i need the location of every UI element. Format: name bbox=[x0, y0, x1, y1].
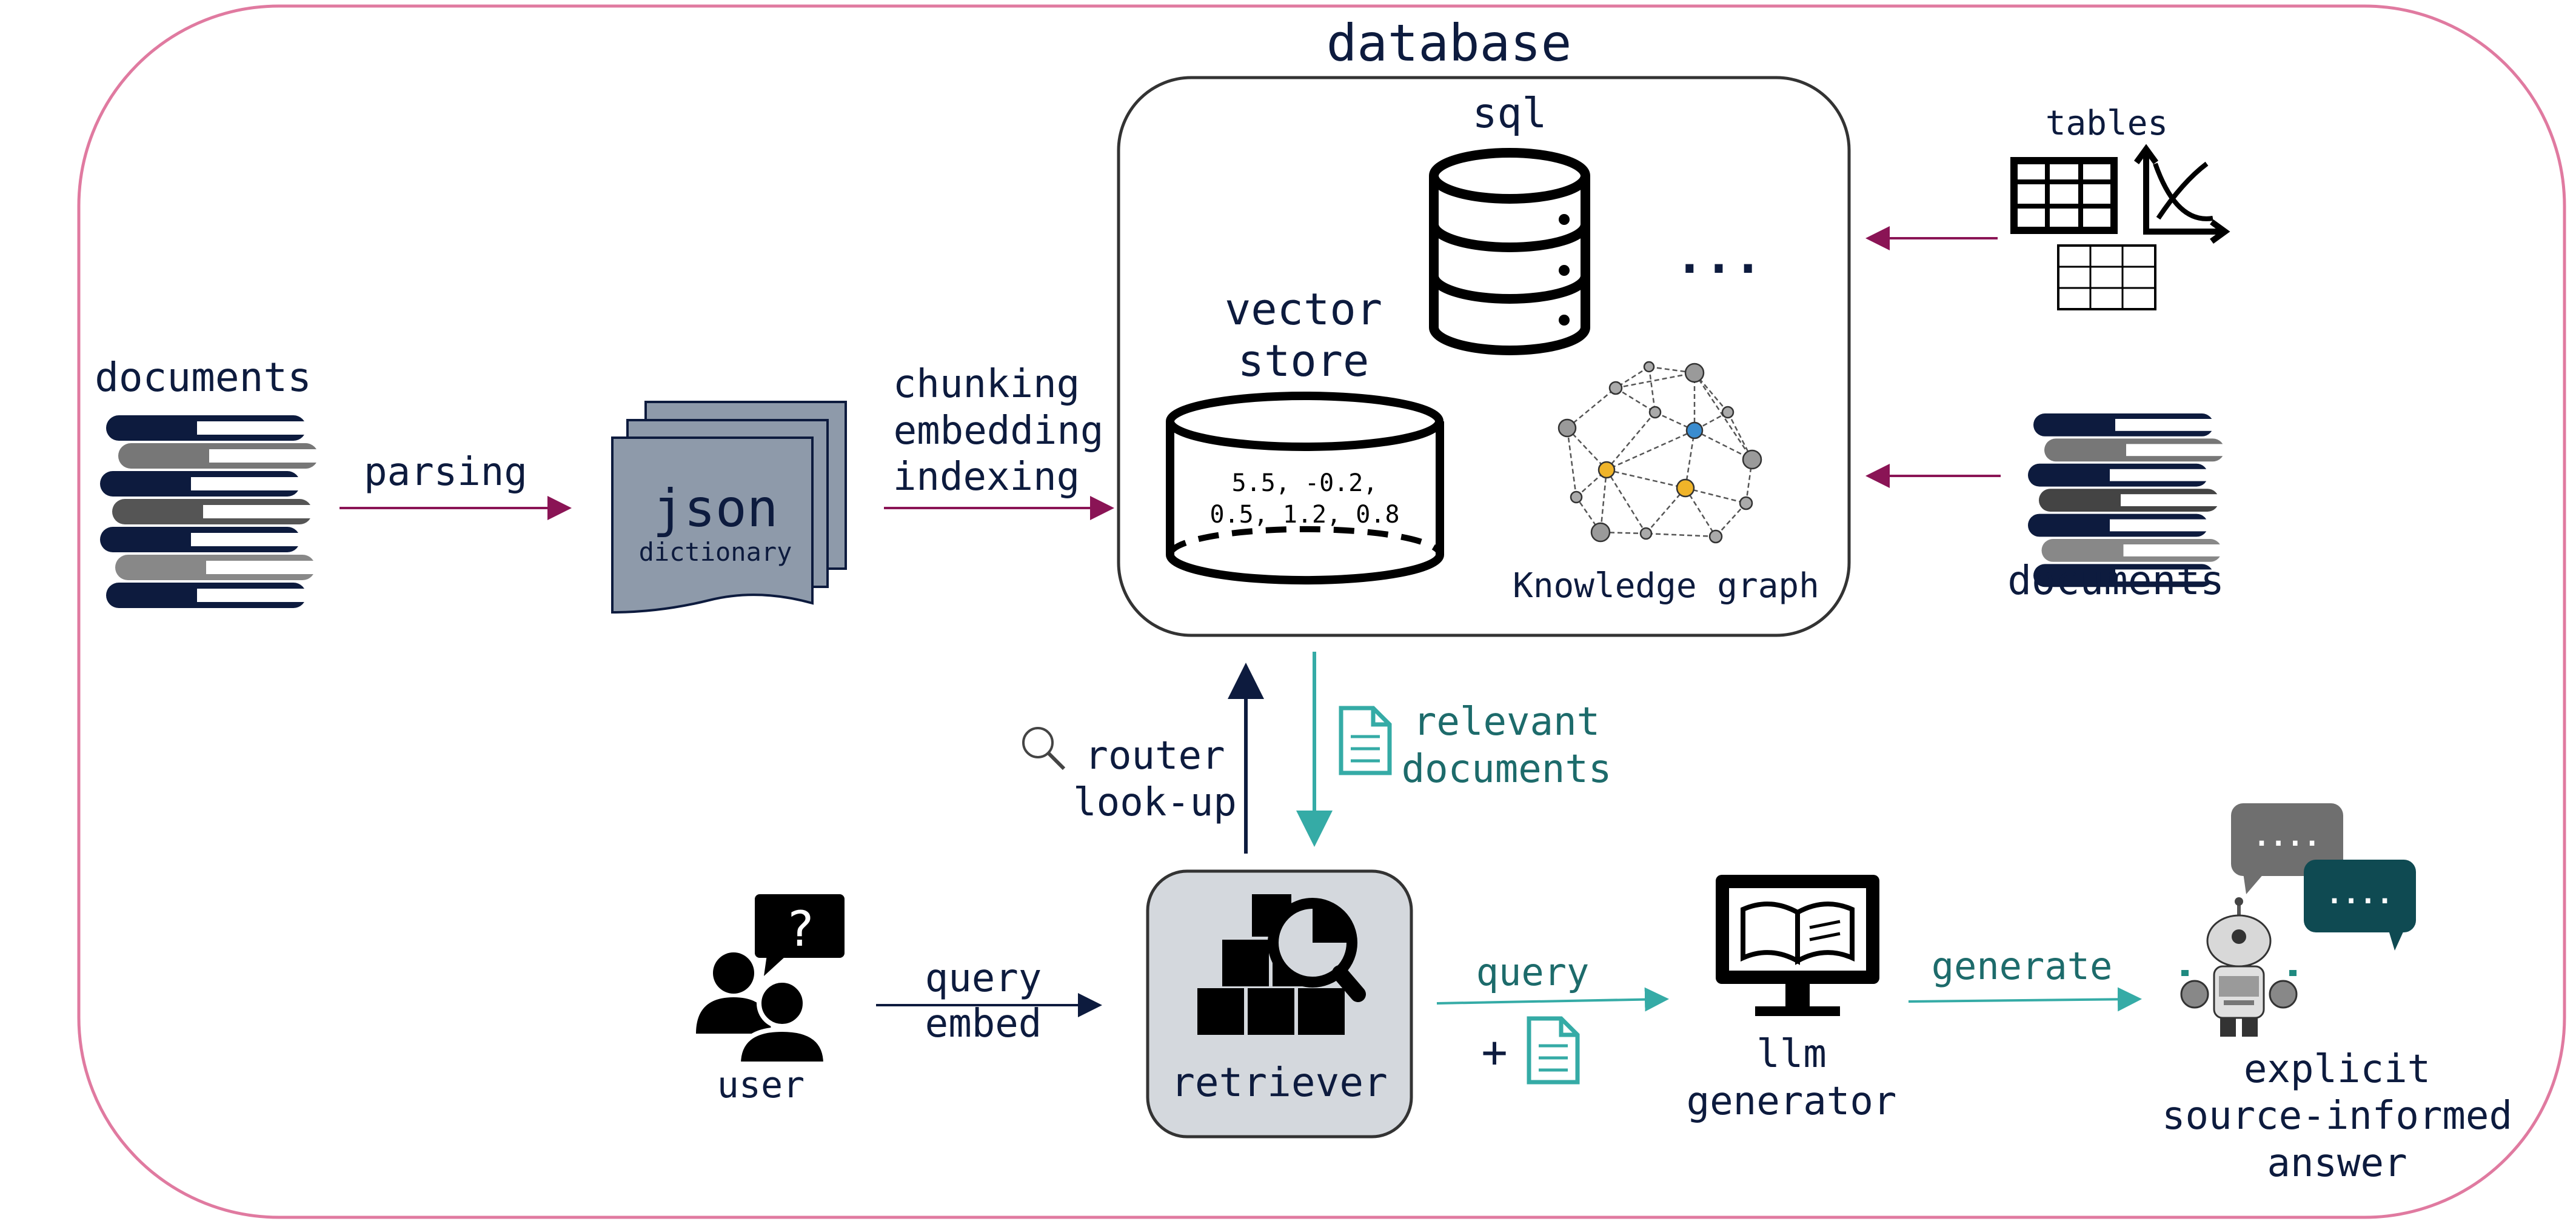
llm-monitor-book-icon bbox=[1716, 875, 1879, 1016]
tables-label: tables bbox=[2046, 104, 2168, 143]
user-question-icon bbox=[696, 894, 845, 1066]
json-dictionary-icon bbox=[611, 401, 847, 614]
knowledge-graph-icon bbox=[1557, 361, 1762, 544]
retriever-label: retriever bbox=[1171, 1059, 1388, 1106]
document-icon-query bbox=[1527, 1016, 1580, 1085]
router-label: router bbox=[1085, 734, 1225, 778]
chunking-label: chunking bbox=[893, 362, 1080, 407]
answer-label-2: source-informed bbox=[2162, 1094, 2512, 1139]
sql-label: sql bbox=[1473, 90, 1547, 138]
embedding-label: embedding bbox=[894, 409, 1104, 453]
arrow-generate bbox=[1908, 987, 2142, 1012]
answer-label-3: answer bbox=[2267, 1141, 2407, 1186]
documents-right-label: documents bbox=[2007, 557, 2224, 604]
parsing-label: parsing bbox=[364, 450, 527, 495]
json-subtitle: dictionary bbox=[639, 537, 792, 567]
user-label: user bbox=[717, 1064, 805, 1106]
llm-label-1: llm bbox=[1756, 1032, 1827, 1077]
vector-values-2: 0.5, 1.2, 0.8 bbox=[1209, 501, 1399, 529]
vector-store-icon bbox=[1166, 392, 1444, 585]
vector-values-1: 5.5, -0.2, bbox=[1232, 469, 1378, 497]
relevant-label: relevant bbox=[1413, 700, 1600, 744]
indexing-label: indexing bbox=[893, 455, 1080, 500]
robot-icon bbox=[2180, 897, 2298, 1037]
answer-label-1: explicit bbox=[2244, 1047, 2430, 1092]
arrow-query-to-llm bbox=[1436, 987, 1669, 1012]
documents-stack-right-icon bbox=[2028, 413, 2224, 587]
outer-frame bbox=[77, 4, 2566, 1219]
json-title: json bbox=[652, 478, 778, 539]
database-box bbox=[1117, 76, 1851, 637]
query-embed-label-2: embed bbox=[925, 1002, 1042, 1046]
vector-store-label-1: vector bbox=[1225, 284, 1382, 335]
generate-label: generate bbox=[1932, 944, 2113, 988]
query-embed-label-1: query bbox=[925, 956, 1042, 1001]
llm-label-2: generator bbox=[1687, 1079, 1897, 1124]
query-to-llm-label: query bbox=[1476, 950, 1590, 994]
sql-database-icon bbox=[1429, 148, 1590, 355]
relevant-documents-label: documents bbox=[1402, 747, 1612, 792]
database-title: database bbox=[1326, 13, 1572, 73]
documents-stack-left-icon bbox=[100, 415, 318, 608]
documents-left-label: documents bbox=[95, 354, 312, 401]
bubble-dots-teal: .... bbox=[2326, 877, 2394, 910]
tables-icon bbox=[2010, 157, 2156, 310]
knowledge-graph-label: Knowledge graph bbox=[1513, 566, 1819, 606]
user-question-mark: ? bbox=[786, 901, 815, 957]
bubble-dots-grey: .... bbox=[2253, 820, 2321, 852]
search-icon bbox=[1022, 727, 1066, 771]
chart-axes-icon bbox=[2133, 144, 2230, 244]
plus-sign: + bbox=[1481, 1026, 1507, 1077]
document-icon bbox=[1339, 706, 1392, 775]
retriever-icon bbox=[1197, 894, 1366, 1035]
chat-bubbles-icon bbox=[2231, 803, 2416, 951]
lookup-label: look-up bbox=[1073, 780, 1237, 825]
vector-store-label-2: store bbox=[1238, 335, 1370, 386]
ellipsis-more-stores: ... bbox=[1675, 228, 1763, 284]
